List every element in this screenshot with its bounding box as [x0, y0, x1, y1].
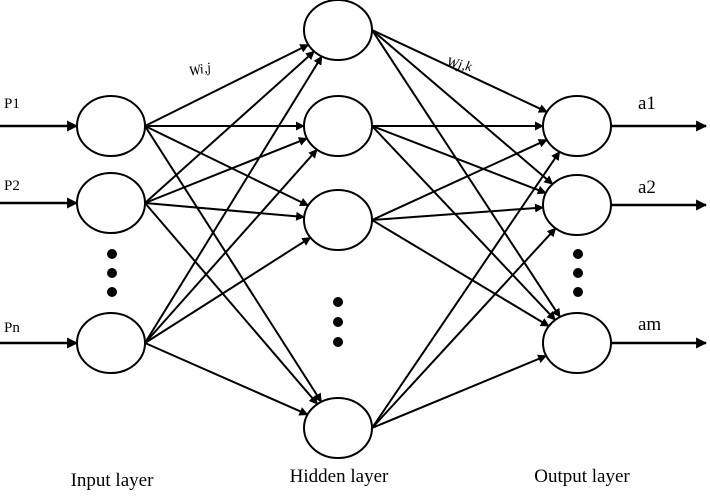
weight-label-hidden-output: Wj,k: [445, 55, 474, 75]
output-label-m: am: [638, 314, 661, 335]
output-label-2: a2: [638, 177, 656, 198]
output-ellipsis-dot-2: [573, 268, 583, 278]
neuron-nodes: [76, 0, 612, 459]
edge-hidden4-output1: [371, 150, 561, 429]
output-ellipsis-dot-1: [573, 249, 583, 259]
input-ellipsis-dot-1: [107, 249, 117, 259]
output-node-2: [542, 174, 612, 236]
hidden-ellipsis-dot-2: [333, 317, 343, 327]
weight-label-input-hidden: Wi,j: [188, 61, 213, 80]
input-layer-label: Input layer: [71, 470, 155, 491]
hidden-node-3: [303, 189, 373, 251]
edge-hidden1-output3: [371, 29, 561, 318]
connection-edges: [144, 29, 561, 429]
input-label-1: P1: [4, 96, 20, 112]
input-node-1: [76, 95, 146, 157]
edge-hidden1-output2: [371, 29, 554, 185]
edge-hidden3-output1: [371, 138, 548, 221]
hidden-node-1: [303, 0, 373, 61]
hidden-ellipsis-dot-1: [333, 297, 343, 307]
edge-input3-hidden1: [144, 55, 323, 344]
edge-input3-hidden4: [144, 342, 309, 416]
hidden-layer-label: Hidden layer: [290, 466, 389, 487]
hidden-ellipsis-dot-3: [333, 337, 343, 347]
input-ellipsis-dot-3: [107, 287, 117, 297]
edge-input1-hidden3: [144, 125, 310, 207]
input-node-3: [76, 312, 146, 374]
edge-hidden2-output3: [371, 125, 556, 321]
output-node-3: [542, 312, 612, 374]
hidden-node-2: [303, 95, 373, 157]
input-ellipsis-dot-2: [107, 268, 117, 278]
edge-input2-hidden2: [144, 137, 308, 204]
output-node-1: [542, 95, 612, 157]
input-label-n: Pn: [4, 320, 20, 336]
edge-input3-hidden3: [144, 236, 312, 344]
hidden-node-4: [303, 397, 373, 459]
edge-input2-hidden1: [144, 50, 315, 204]
output-ellipsis-dot-3: [573, 287, 583, 297]
edge-input2-hidden3: [144, 202, 306, 221]
input-label-2: P2: [4, 178, 20, 194]
output-label-1: a1: [638, 93, 656, 114]
edge-input2-hidden4: [144, 202, 319, 405]
edge-hidden1-output1: [371, 29, 548, 113]
edge-hidden4-output3: [371, 354, 548, 429]
edge-hidden2-output2: [371, 125, 547, 195]
edge-hidden3-output2: [371, 203, 545, 221]
edge-input1-hidden1: [144, 43, 310, 127]
edge-hidden4-output2: [371, 227, 557, 429]
input-node-2: [76, 172, 146, 234]
edge-hidden3-output3: [371, 219, 550, 327]
edge-input3-hidden2: [144, 148, 318, 344]
edge-input1-hidden4: [144, 125, 323, 403]
ellipsis-dots: [107, 249, 583, 347]
io-arrows: [0, 120, 708, 349]
output-layer-label: Output layer: [534, 466, 630, 487]
